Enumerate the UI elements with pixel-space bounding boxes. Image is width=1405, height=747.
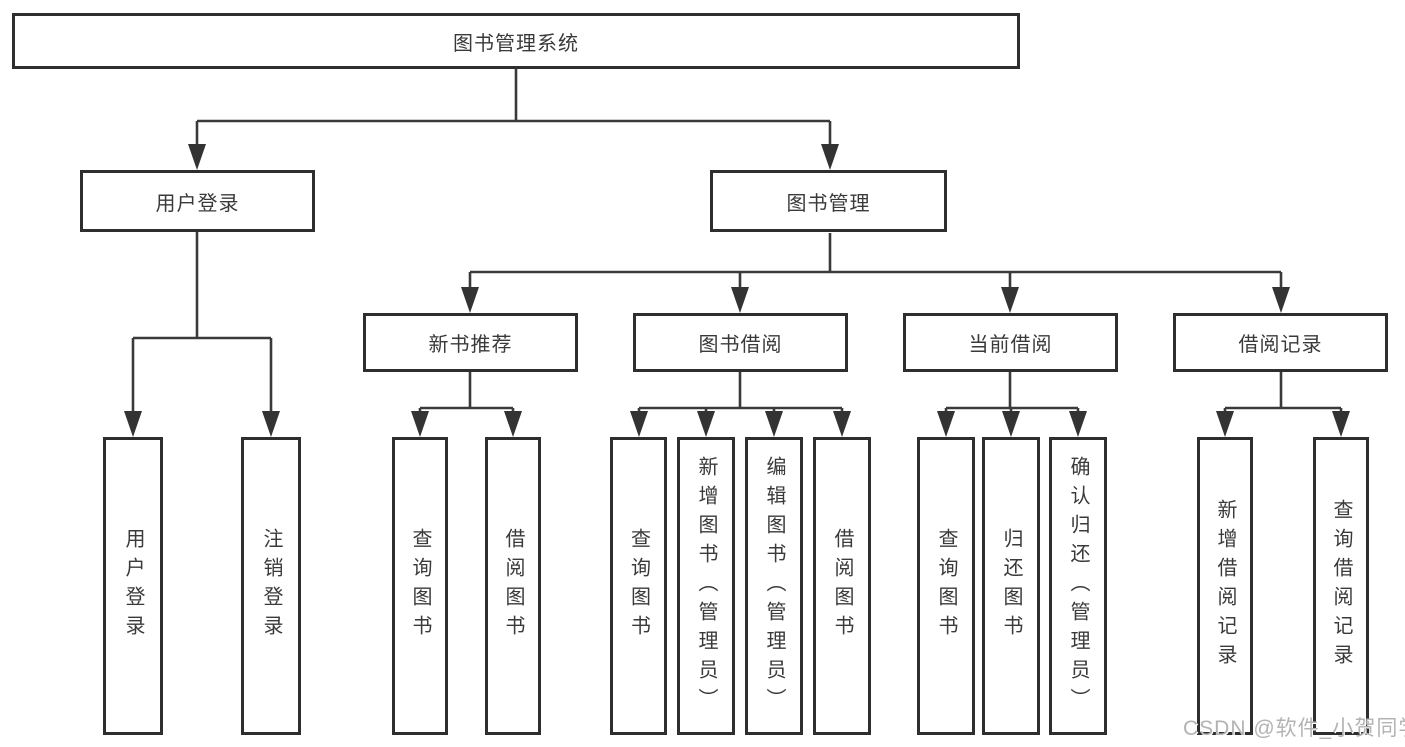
leaf-borrowing-edit-books-admin: 编辑图书（管理员） <box>745 437 803 735</box>
node-current-borrowing: 当前借阅 <box>903 313 1118 372</box>
node-user-login-label: 用户登录 <box>155 192 240 215</box>
node-book-borrowing: 图书借阅 <box>633 313 848 372</box>
leaf-current-confirm-return-admin: 确认归还（管理员） <box>1049 437 1107 735</box>
node-current-borrowing-label: 当前借阅 <box>968 334 1053 356</box>
arrowheads <box>124 144 1350 437</box>
leaf-recommend-query-books: 查询图书 <box>392 437 448 735</box>
node-new-book-recommend-label: 新书推荐 <box>428 334 513 356</box>
leaf-borrowing-borrow-books-label: 借阅图书 <box>831 528 853 644</box>
leaf-recommend-borrow-books-label: 借阅图书 <box>502 528 524 644</box>
leaf-records-query-record: 查询借阅记录 <box>1313 437 1369 735</box>
leaf-logout: 注销登录 <box>241 437 301 735</box>
leaf-records-query-record-label: 查询借阅记录 <box>1330 499 1352 673</box>
leaf-current-query-books: 查询图书 <box>917 437 975 735</box>
leaf-current-query-books-label: 查询图书 <box>935 528 957 644</box>
leaf-borrowing-query-books: 查询图书 <box>610 437 667 735</box>
leaf-borrowing-query-books-label: 查询图书 <box>627 528 650 644</box>
node-library-system: 图书管理系统 <box>12 13 1020 69</box>
csdn-watermark: CSDN @软件_小贺同学 <box>1183 717 1405 740</box>
leaf-current-return-books-label: 归还图书 <box>1000 528 1022 644</box>
node-book-management-label: 图书管理 <box>786 192 871 215</box>
node-borrow-records-label: 借阅记录 <box>1238 334 1323 356</box>
leaf-logout-label: 注销登录 <box>260 528 282 644</box>
leaf-records-add-record-label: 新增借阅记录 <box>1214 499 1236 673</box>
leaf-current-return-books: 归还图书 <box>982 437 1040 735</box>
node-book-borrowing-label: 图书借阅 <box>698 334 783 356</box>
leaf-recommend-query-books-label: 查询图书 <box>409 528 431 644</box>
leaf-recommend-borrow-books: 借阅图书 <box>485 437 541 735</box>
leaf-records-add-record: 新增借阅记录 <box>1197 437 1253 735</box>
node-new-book-recommend: 新书推荐 <box>363 313 578 372</box>
node-library-system-label: 图书管理系统 <box>453 32 579 55</box>
leaf-borrowing-add-books-admin: 新增图书（管理员） <box>677 437 735 735</box>
leaf-borrowing-edit-books-admin-label: 编辑图书（管理员） <box>763 455 785 717</box>
leaf-borrowing-add-books-admin-label: 新增图书（管理员） <box>695 455 717 717</box>
leaf-borrowing-borrow-books: 借阅图书 <box>813 437 871 735</box>
node-borrow-records: 借阅记录 <box>1173 313 1388 372</box>
leaf-user-login: 用户登录 <box>103 437 163 735</box>
node-user-login: 用户登录 <box>80 170 315 232</box>
leaf-current-confirm-return-admin-label: 确认归还（管理员） <box>1067 455 1089 717</box>
leaf-user-login-label: 用户登录 <box>122 528 144 644</box>
node-book-management: 图书管理 <box>710 170 947 232</box>
